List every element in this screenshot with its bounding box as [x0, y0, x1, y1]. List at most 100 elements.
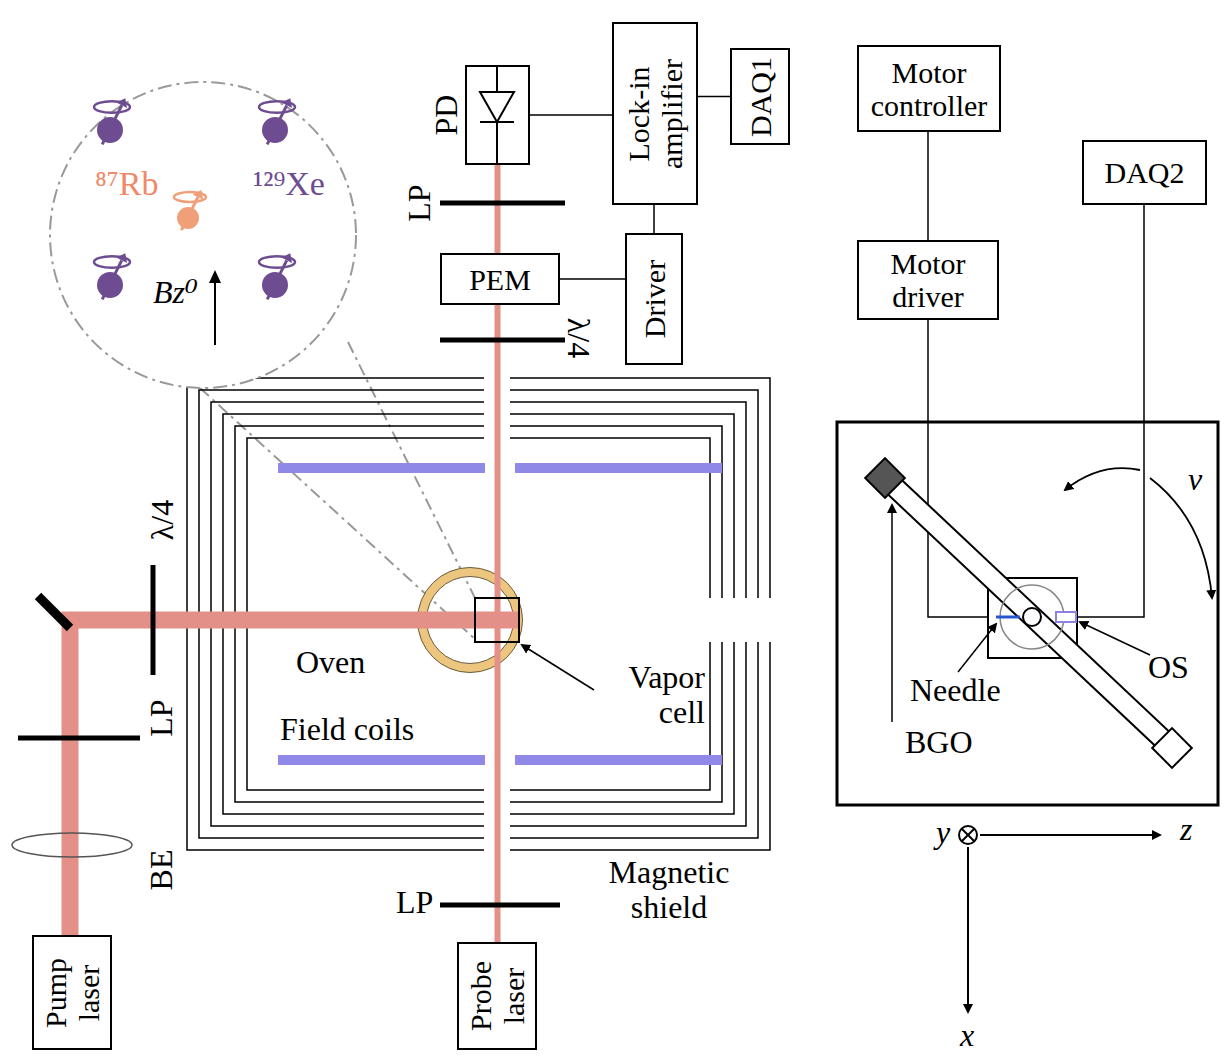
signal-wire	[698, 96, 730, 98]
axis-symbol	[959, 826, 977, 844]
mirror	[38, 596, 70, 628]
species-label: ⁸⁷Rb	[95, 165, 158, 202]
field-coil	[515, 755, 722, 765]
axis-label: x	[960, 1018, 974, 1053]
xenon-atom	[116, 253, 127, 263]
axis-label: y	[936, 815, 950, 850]
pump-beam	[70, 620, 519, 935]
lock-in-box: Lock-in amplifier	[612, 22, 698, 205]
leader-arrow	[891, 505, 893, 722]
bgo-mass	[865, 458, 905, 498]
motor-shaft	[1023, 608, 1041, 626]
xenon-atom	[281, 98, 292, 108]
field-coil	[278, 463, 485, 473]
axis-symbol	[959, 826, 1160, 1012]
rotation-arrow	[1150, 478, 1212, 598]
signal-wire	[530, 114, 612, 116]
field-coil	[515, 463, 722, 473]
axis-symbol	[980, 834, 1160, 836]
polarizer	[18, 736, 140, 741]
xenon-atom	[267, 260, 287, 299]
rubidium-atom	[181, 197, 198, 230]
photodiode-symbol	[480, 92, 514, 122]
box-label: PD	[429, 95, 464, 136]
xenon-atom	[267, 105, 287, 144]
axis-symbol	[962, 829, 974, 841]
xenon-atom	[102, 105, 122, 144]
daq-box: DAQ2	[1082, 140, 1207, 205]
part-label: Magnetic shield	[580, 855, 758, 925]
signal-wire	[927, 132, 929, 240]
box-label: DAQ1	[744, 54, 777, 139]
rotation-label: ν	[1188, 462, 1202, 497]
shield-opening	[704, 598, 776, 642]
part-label: LP	[402, 184, 437, 221]
inset-outline	[50, 82, 356, 388]
beam-expander-lens	[12, 833, 132, 857]
leader-arrow	[522, 505, 1150, 722]
part-label: Needle	[910, 673, 1001, 708]
photodiode-symbol	[496, 122, 498, 163]
leader-arrow	[522, 645, 594, 690]
axis-symbol	[967, 847, 969, 1012]
waveplate	[151, 565, 156, 675]
rotation-arrow	[1065, 468, 1140, 490]
rotation-stage-frame	[837, 422, 1218, 805]
inset-outline	[48, 80, 358, 390]
part-label: OS	[1148, 650, 1189, 685]
daq-box: DAQ1	[730, 48, 790, 145]
laser-box: Probe laser	[457, 942, 537, 1050]
counterweight	[1152, 728, 1192, 768]
species-label: ¹²⁹Xe	[253, 165, 325, 202]
signal-wire	[560, 278, 625, 280]
box-label: Motor controller	[864, 56, 994, 122]
part-label: Oven	[296, 645, 365, 680]
part-label: Field coils	[280, 712, 414, 747]
waveplate	[440, 338, 565, 343]
leader-arrow	[1080, 622, 1150, 655]
box-label: Motor driver	[864, 247, 992, 313]
needle-symbol	[996, 616, 1020, 619]
optical-switch	[1056, 612, 1076, 622]
polarizer	[440, 903, 560, 908]
photodiode-box: PD	[465, 65, 530, 165]
field-arrow	[209, 270, 221, 283]
part-label: Vapor cell	[588, 660, 705, 730]
vapor-cell	[475, 598, 519, 642]
photodiode-symbol	[480, 67, 514, 163]
field-coil	[278, 755, 485, 765]
motor-wire	[1077, 205, 1144, 617]
laser-box: Pump laser	[32, 935, 112, 1050]
part-label: BGO	[905, 725, 973, 760]
box-label: Lock-in amplifier	[622, 28, 688, 199]
rubidium-atom	[193, 190, 204, 200]
xenon-atom	[281, 253, 292, 263]
box-label: Pump laser	[39, 941, 105, 1044]
photodiode-symbol	[496, 67, 498, 92]
part-label: LP	[144, 699, 179, 736]
box-label: Driver	[638, 239, 671, 359]
box-label: PEM	[469, 263, 531, 296]
motor-driver-box: Motor driver	[857, 240, 999, 320]
leader-arrow	[958, 624, 996, 672]
box-label: Probe laser	[464, 948, 530, 1044]
field-arrow	[214, 280, 216, 345]
shield-opening	[484, 372, 776, 856]
axis-label: z	[1180, 812, 1192, 847]
field-label: Bz⁰	[153, 275, 198, 310]
xenon-atom	[116, 98, 127, 108]
part-label: λ/4	[145, 500, 180, 540]
xenon-atom	[102, 260, 122, 299]
controller-box: Motor controller	[857, 45, 1001, 132]
part-label: λ/4	[560, 318, 595, 358]
pem-box: PEM	[440, 253, 560, 305]
box-label: DAQ2	[1105, 156, 1185, 189]
signal-wire	[653, 205, 655, 233]
zoom-inset: ⁸⁷Rb ¹²⁹XeBz⁰	[48, 80, 358, 390]
axis-symbol	[962, 829, 974, 841]
part-label: BE	[144, 850, 179, 891]
polarizer	[440, 201, 565, 206]
driver-box: Driver	[625, 233, 683, 365]
